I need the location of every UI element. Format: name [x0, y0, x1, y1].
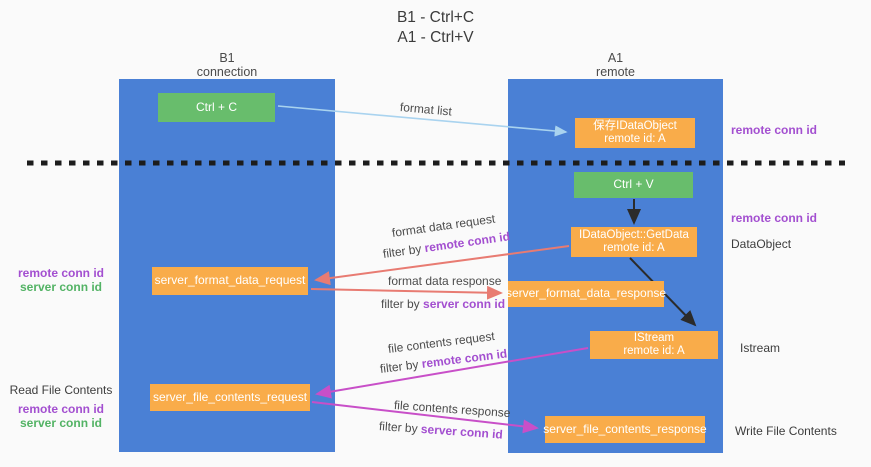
node-ctrl-c: Ctrl + C — [158, 93, 275, 122]
node-server-format-data-request: server_format_data_request — [152, 267, 308, 295]
label-file-contents-response: file contents response — [393, 398, 511, 421]
right-remote-conn-id-2: remote conn id — [731, 211, 818, 225]
node-save-idataobject-line1: 保存IDataObject — [593, 119, 677, 132]
arrow-format-data-response — [310, 285, 503, 300]
lane-a1-role: remote — [596, 65, 635, 79]
diagram-title: B1 - Ctrl+C A1 - Ctrl+V — [0, 8, 871, 48]
left-remote-conn-id-1: remote conn id — [17, 266, 104, 280]
node-server-file-contents-request: server_file_contents_request — [150, 384, 310, 411]
title-line-2: A1 - Ctrl+V — [397, 29, 474, 46]
right-write-file-contents-label: Write File Contents — [735, 424, 837, 438]
label-format-data-response: format data response — [388, 274, 502, 288]
node-ctrl-v-label: Ctrl + V — [613, 177, 654, 192]
title-line-1: B1 - Ctrl+C — [396, 9, 475, 26]
node-istream-line2: remote id: A — [623, 345, 685, 357]
node-idataobject-getdata-line2: remote id: A — [603, 242, 665, 254]
node-server-format-data-response-label: server_format_data_response — [505, 286, 667, 301]
node-istream-line1: IStream — [633, 331, 675, 344]
left-server-conn-id-2: server conn id — [19, 416, 103, 430]
right-remote-conn-id-1: remote conn id — [731, 123, 818, 137]
lane-b1-name: B1 — [219, 51, 235, 65]
node-save-idataobject: 保存IDataObject remote id: A — [575, 118, 695, 148]
lane-a1-name: A1 — [607, 51, 624, 65]
node-idataobject-getdata: IDataObject::GetData remote id: A — [571, 227, 697, 257]
left-server-conn-id-1: server conn id — [19, 280, 103, 294]
node-server-file-contents-response-label: server_file_contents_response — [543, 421, 707, 436]
label-filter-by-server-1: filter by server conn id — [381, 297, 505, 311]
node-server-format-data-request-label: server_format_data_request — [154, 273, 306, 288]
node-server-file-contents-request-label: server_file_contents_request — [152, 389, 308, 404]
filter-by-text-3: filter by — [379, 356, 423, 376]
right-istream-label: Istream — [740, 341, 781, 355]
filter-by-text-4: filter by — [378, 419, 422, 436]
filter-by-text-2: filter by — [381, 297, 424, 311]
left-remote-conn-id-2: remote conn id — [17, 402, 104, 416]
node-ctrl-c-label: Ctrl + C — [195, 99, 237, 114]
node-istream-text: IStream remote id: A — [623, 332, 684, 359]
left-read-file-contents-label: Read File Contents — [9, 383, 113, 397]
right-dataobject-label: DataObject — [731, 237, 792, 251]
node-server-format-data-response: server_format_data_response — [505, 281, 667, 307]
node-istream: IStream remote id: A — [590, 331, 718, 359]
lane-b1-role: connection — [196, 65, 258, 79]
node-save-idataobject-line2: remote id: A — [604, 133, 666, 145]
node-server-file-contents-response: server_file_contents_response — [543, 416, 707, 443]
filter-by-text-1: filter by — [382, 241, 426, 261]
server-conn-id-text-2: server conn id — [420, 421, 504, 442]
lane-header-a1: A1 remote — [508, 51, 723, 79]
lane-header-b1: B1 connection — [119, 51, 335, 79]
node-save-idataobject-text: 保存IDataObject remote id: A — [593, 120, 677, 147]
node-idataobject-getdata-text: IDataObject::GetData remote id: A — [579, 229, 689, 256]
label-format-list: format list — [399, 100, 453, 119]
server-conn-id-text-1: server conn id — [423, 297, 506, 311]
node-ctrl-v: Ctrl + V — [574, 172, 693, 198]
label-filter-by-server-2: filter by server conn id — [379, 419, 504, 442]
node-idataobject-getdata-line1: IDataObject::GetData — [579, 228, 689, 241]
